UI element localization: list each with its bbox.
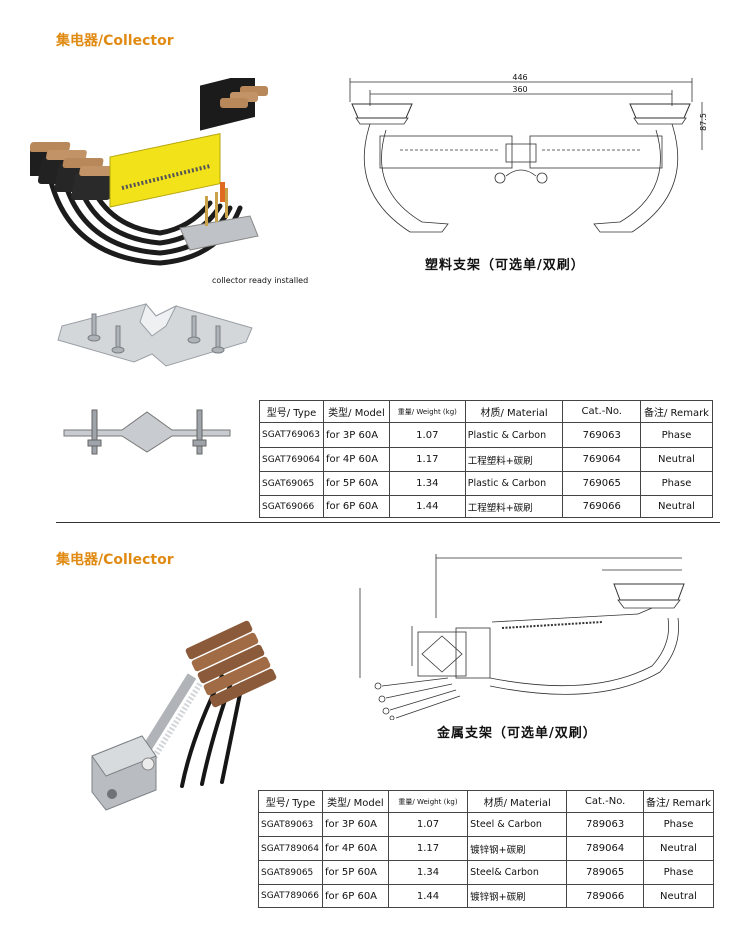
cell-remark: Phase (642, 860, 715, 885)
spec-table-metal: 型号/ Type 类型/ Model 重量/ Weight (kg) 材质/ M… (258, 790, 715, 908)
spec-table-plastic: 型号/ Type 类型/ Model 重量/ Weight (kg) 材质/ M… (259, 400, 714, 518)
header-remark: 备注/ Remark (642, 790, 715, 813)
header-type: 型号/ Type (259, 400, 324, 423)
cell-type: SGAT69066 (259, 495, 324, 518)
section2-title: 集电器/Collector (56, 552, 174, 568)
cell-material: 工程塑料+碳刷 (464, 495, 564, 518)
plastic-bracket-drawing: 446 360 87.5 (349, 73, 708, 233)
metal-collector-image (91, 620, 277, 811)
cell-cat-no: 789063 (566, 812, 644, 837)
table-row: SGAT89063 for 3P 60A 1.07 Steel & Carbon… (258, 812, 715, 837)
cell-remark: Neutral (642, 884, 715, 908)
cell-weight: 1.17 (387, 836, 469, 861)
cell-type: SGAT769064 (259, 447, 324, 472)
header-cat-no: Cat.-No. (562, 400, 641, 423)
mounting-plate-profile (63, 409, 231, 455)
cell-cat-no: 769065 (562, 471, 641, 496)
cell-model: for 4P 60A (321, 836, 389, 861)
header-material: 材质/ Material (467, 790, 568, 813)
table-header-row: 型号/ Type 类型/ Model 重量/ Weight (kg) 材质/ M… (259, 400, 714, 423)
dim-inner: 360 (512, 85, 527, 94)
metal-bracket-caption: 金属支架（可选单/双刷） (437, 726, 597, 741)
cell-remark: Neutral (639, 495, 714, 518)
cell-weight: 1.07 (388, 422, 466, 448)
cell-model: for 4P 60A (322, 447, 390, 472)
cell-remark: Phase (639, 471, 714, 496)
plastic-bracket-caption: 塑料支架（可选单/双刷） (425, 258, 585, 273)
cell-material: 工程塑料+碳刷 (464, 447, 564, 472)
cell-remark: Phase (642, 812, 715, 837)
header-model: 类型/ Model (322, 400, 390, 423)
cell-type: SGAT69065 (259, 471, 324, 496)
dim-height: 87.5 (699, 113, 708, 131)
cell-model: for 5P 60A (321, 860, 389, 885)
cell-material: 镀锌钢+碳刷 (467, 884, 568, 908)
table-row: SGAT89065 for 5P 60A 1.34 Steel& Carbon … (258, 860, 715, 885)
table-row: SGAT69065 for 5P 60A 1.34 Plastic & Carb… (259, 471, 714, 496)
cell-material: Steel & Carbon (467, 812, 568, 837)
cell-type: SGAT789066 (258, 884, 323, 908)
cell-type: SGAT789064 (258, 836, 323, 861)
metal-bracket-drawing (359, 554, 685, 720)
header-model: 类型/ Model (321, 790, 389, 813)
dim-outer: 446 (512, 73, 527, 82)
cell-model: for 3P 60A (321, 812, 389, 837)
cell-weight: 1.44 (388, 495, 466, 518)
header-type: 型号/ Type (258, 790, 323, 813)
cell-model: for 3P 60A (322, 422, 390, 448)
cell-model: for 6P 60A (322, 495, 390, 518)
cell-type: SGAT89065 (258, 860, 323, 885)
cell-remark: Phase (639, 422, 714, 448)
header-remark: 备注/ Remark (639, 400, 714, 423)
cell-material: Plastic & Carbon (464, 422, 564, 448)
table-row: SGAT69066 for 6P 60A 1.44 工程塑料+碳刷 769066… (259, 495, 714, 518)
cell-cat-no: 789064 (566, 836, 644, 861)
cell-cat-no: 769063 (562, 422, 641, 448)
header-cat-no: Cat.-No. (566, 790, 644, 813)
table-row: SGAT789066 for 6P 60A 1.44 镀锌钢+碳刷 789066… (258, 884, 715, 908)
cell-model: for 5P 60A (322, 471, 390, 496)
cell-cat-no: 789066 (566, 884, 644, 908)
cell-weight: 1.44 (387, 884, 469, 908)
header-material: 材质/ Material (464, 400, 564, 423)
cell-model: for 6P 60A (321, 884, 389, 908)
cell-type: SGAT89063 (258, 812, 323, 837)
mounting-plate-image (57, 302, 253, 367)
cell-weight: 1.34 (388, 471, 466, 496)
header-weight: 重量/ Weight (kg) (388, 400, 466, 423)
section-divider (56, 522, 720, 523)
cell-type: SGAT769063 (259, 422, 324, 448)
cell-material: Plastic & Carbon (464, 471, 564, 496)
cell-weight: 1.34 (387, 860, 469, 885)
cell-cat-no: 769064 (562, 447, 641, 472)
section1-title: 集电器/Collector (56, 33, 174, 49)
cell-remark: Neutral (639, 447, 714, 472)
table-row: SGAT789064 for 4P 60A 1.17 镀锌钢+碳刷 789064… (258, 836, 715, 861)
cell-weight: 1.17 (388, 447, 466, 472)
header-weight: 重量/ Weight (kg) (387, 790, 469, 813)
photo-caption: collector ready installed (212, 276, 309, 285)
table-row: SGAT769064 for 4P 60A 1.17 工程塑料+碳刷 76906… (259, 447, 714, 472)
cell-remark: Neutral (642, 836, 715, 861)
cell-material: 镀锌钢+碳刷 (467, 836, 568, 861)
table-header-row: 型号/ Type 类型/ Model 重量/ Weight (kg) 材质/ M… (258, 790, 715, 813)
plastic-collector-image (30, 78, 268, 266)
cell-cat-no: 769066 (562, 495, 641, 518)
cell-cat-no: 789065 (566, 860, 644, 885)
table-row: SGAT769063 for 3P 60A 1.07 Plastic & Car… (259, 422, 714, 448)
cell-weight: 1.07 (387, 812, 469, 837)
cell-material: Steel& Carbon (467, 860, 568, 885)
